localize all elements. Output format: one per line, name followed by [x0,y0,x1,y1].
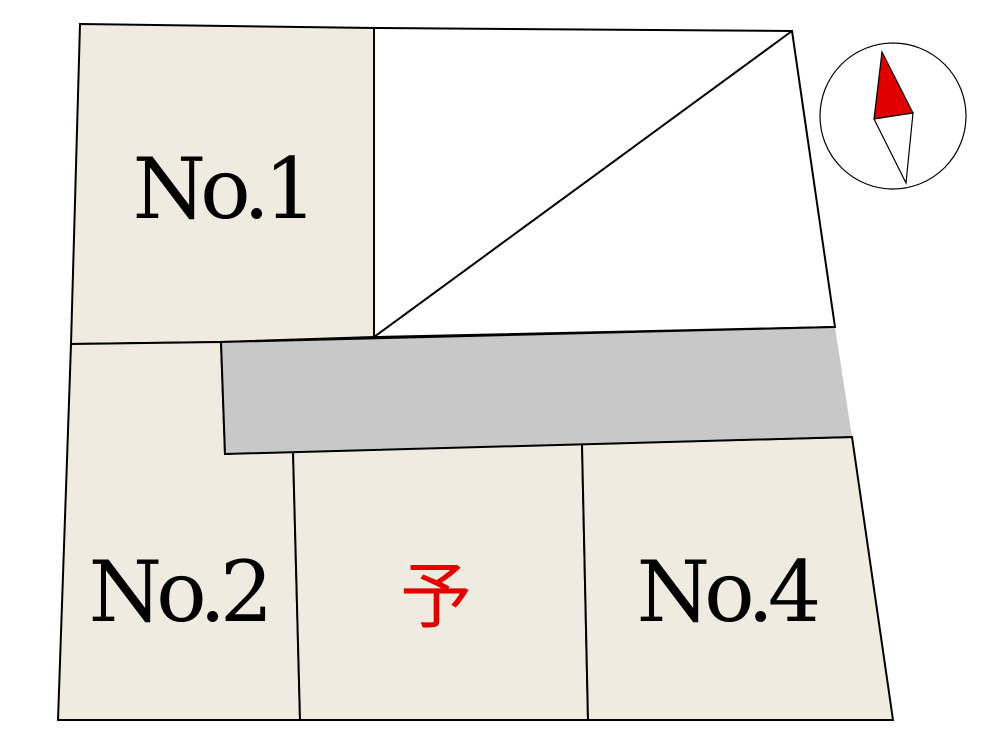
road-outline [219,326,853,456]
lot-1-label: No.1 [133,140,312,238]
lot-4-label: No.4 [637,543,818,641]
road-strip [221,327,852,454]
diagonal-line [373,30,793,338]
compass-south-needle [873,112,914,186]
open-area-parcel [373,26,837,339]
lot-2-label: No.2 [89,543,268,641]
north-arrow-icon [819,42,967,190]
lot-3-reserved-label: 予 [400,555,472,639]
